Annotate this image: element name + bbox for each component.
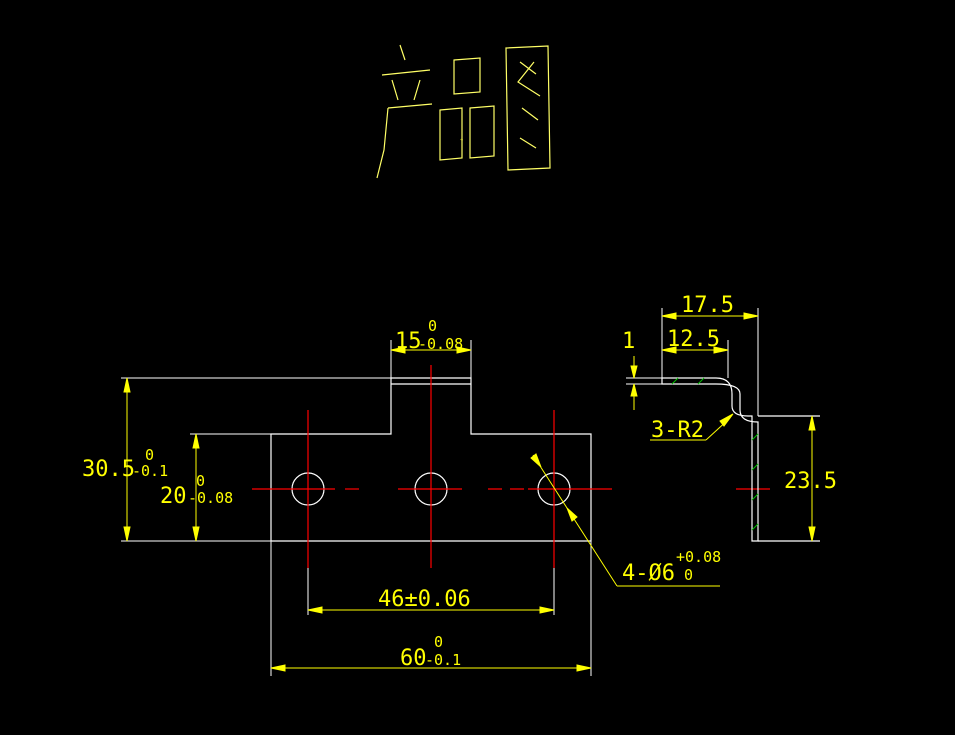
total-height-nominal: 30.5 — [82, 457, 135, 482]
holes-nominal: 4-Ø6 — [622, 561, 675, 586]
side-inner: 12.5 — [667, 327, 720, 352]
tab-width-nominal: 15 — [395, 329, 422, 354]
side-hatch — [671, 377, 759, 531]
holes-lower: 0 — [684, 566, 693, 584]
side-bend-radius: 3-R2 — [651, 418, 704, 443]
side-dim-text: 17.5 12.5 1 3-R2 23.5 — [622, 293, 837, 494]
total-width-upper: 0 — [434, 633, 443, 651]
body-height-upper: 0 — [196, 472, 205, 490]
side-dimensions — [626, 308, 816, 542]
side-height: 23.5 — [784, 469, 837, 494]
body-height-lower: -0.08 — [188, 489, 233, 507]
centerlines — [252, 365, 770, 568]
front-dim-text: 15 0 -0.08 30.5 0 -0.1 20 0 -0.08 46±0.0… — [82, 317, 721, 671]
side-thickness: 1 — [622, 329, 635, 354]
side-overall: 17.5 — [681, 293, 734, 318]
tab-width-lower: -0.08 — [418, 335, 463, 353]
part-outline — [270, 377, 592, 542]
side-view — [661, 377, 820, 542]
total-height-lower: -0.1 — [132, 462, 168, 480]
side-profile — [661, 377, 759, 542]
tab-width-upper: 0 — [428, 317, 437, 335]
body-height-nominal: 20 — [160, 484, 187, 509]
holes-upper: +0.08 — [676, 548, 721, 566]
total-height-upper: 0 — [145, 446, 154, 464]
hole-pitch: 46±0.06 — [378, 587, 471, 612]
total-width-lower: -0.1 — [425, 651, 461, 669]
title-strokes — [376, 44, 551, 179]
front-dimensions — [121, 340, 720, 676]
total-width-nominal: 60 — [400, 646, 427, 671]
